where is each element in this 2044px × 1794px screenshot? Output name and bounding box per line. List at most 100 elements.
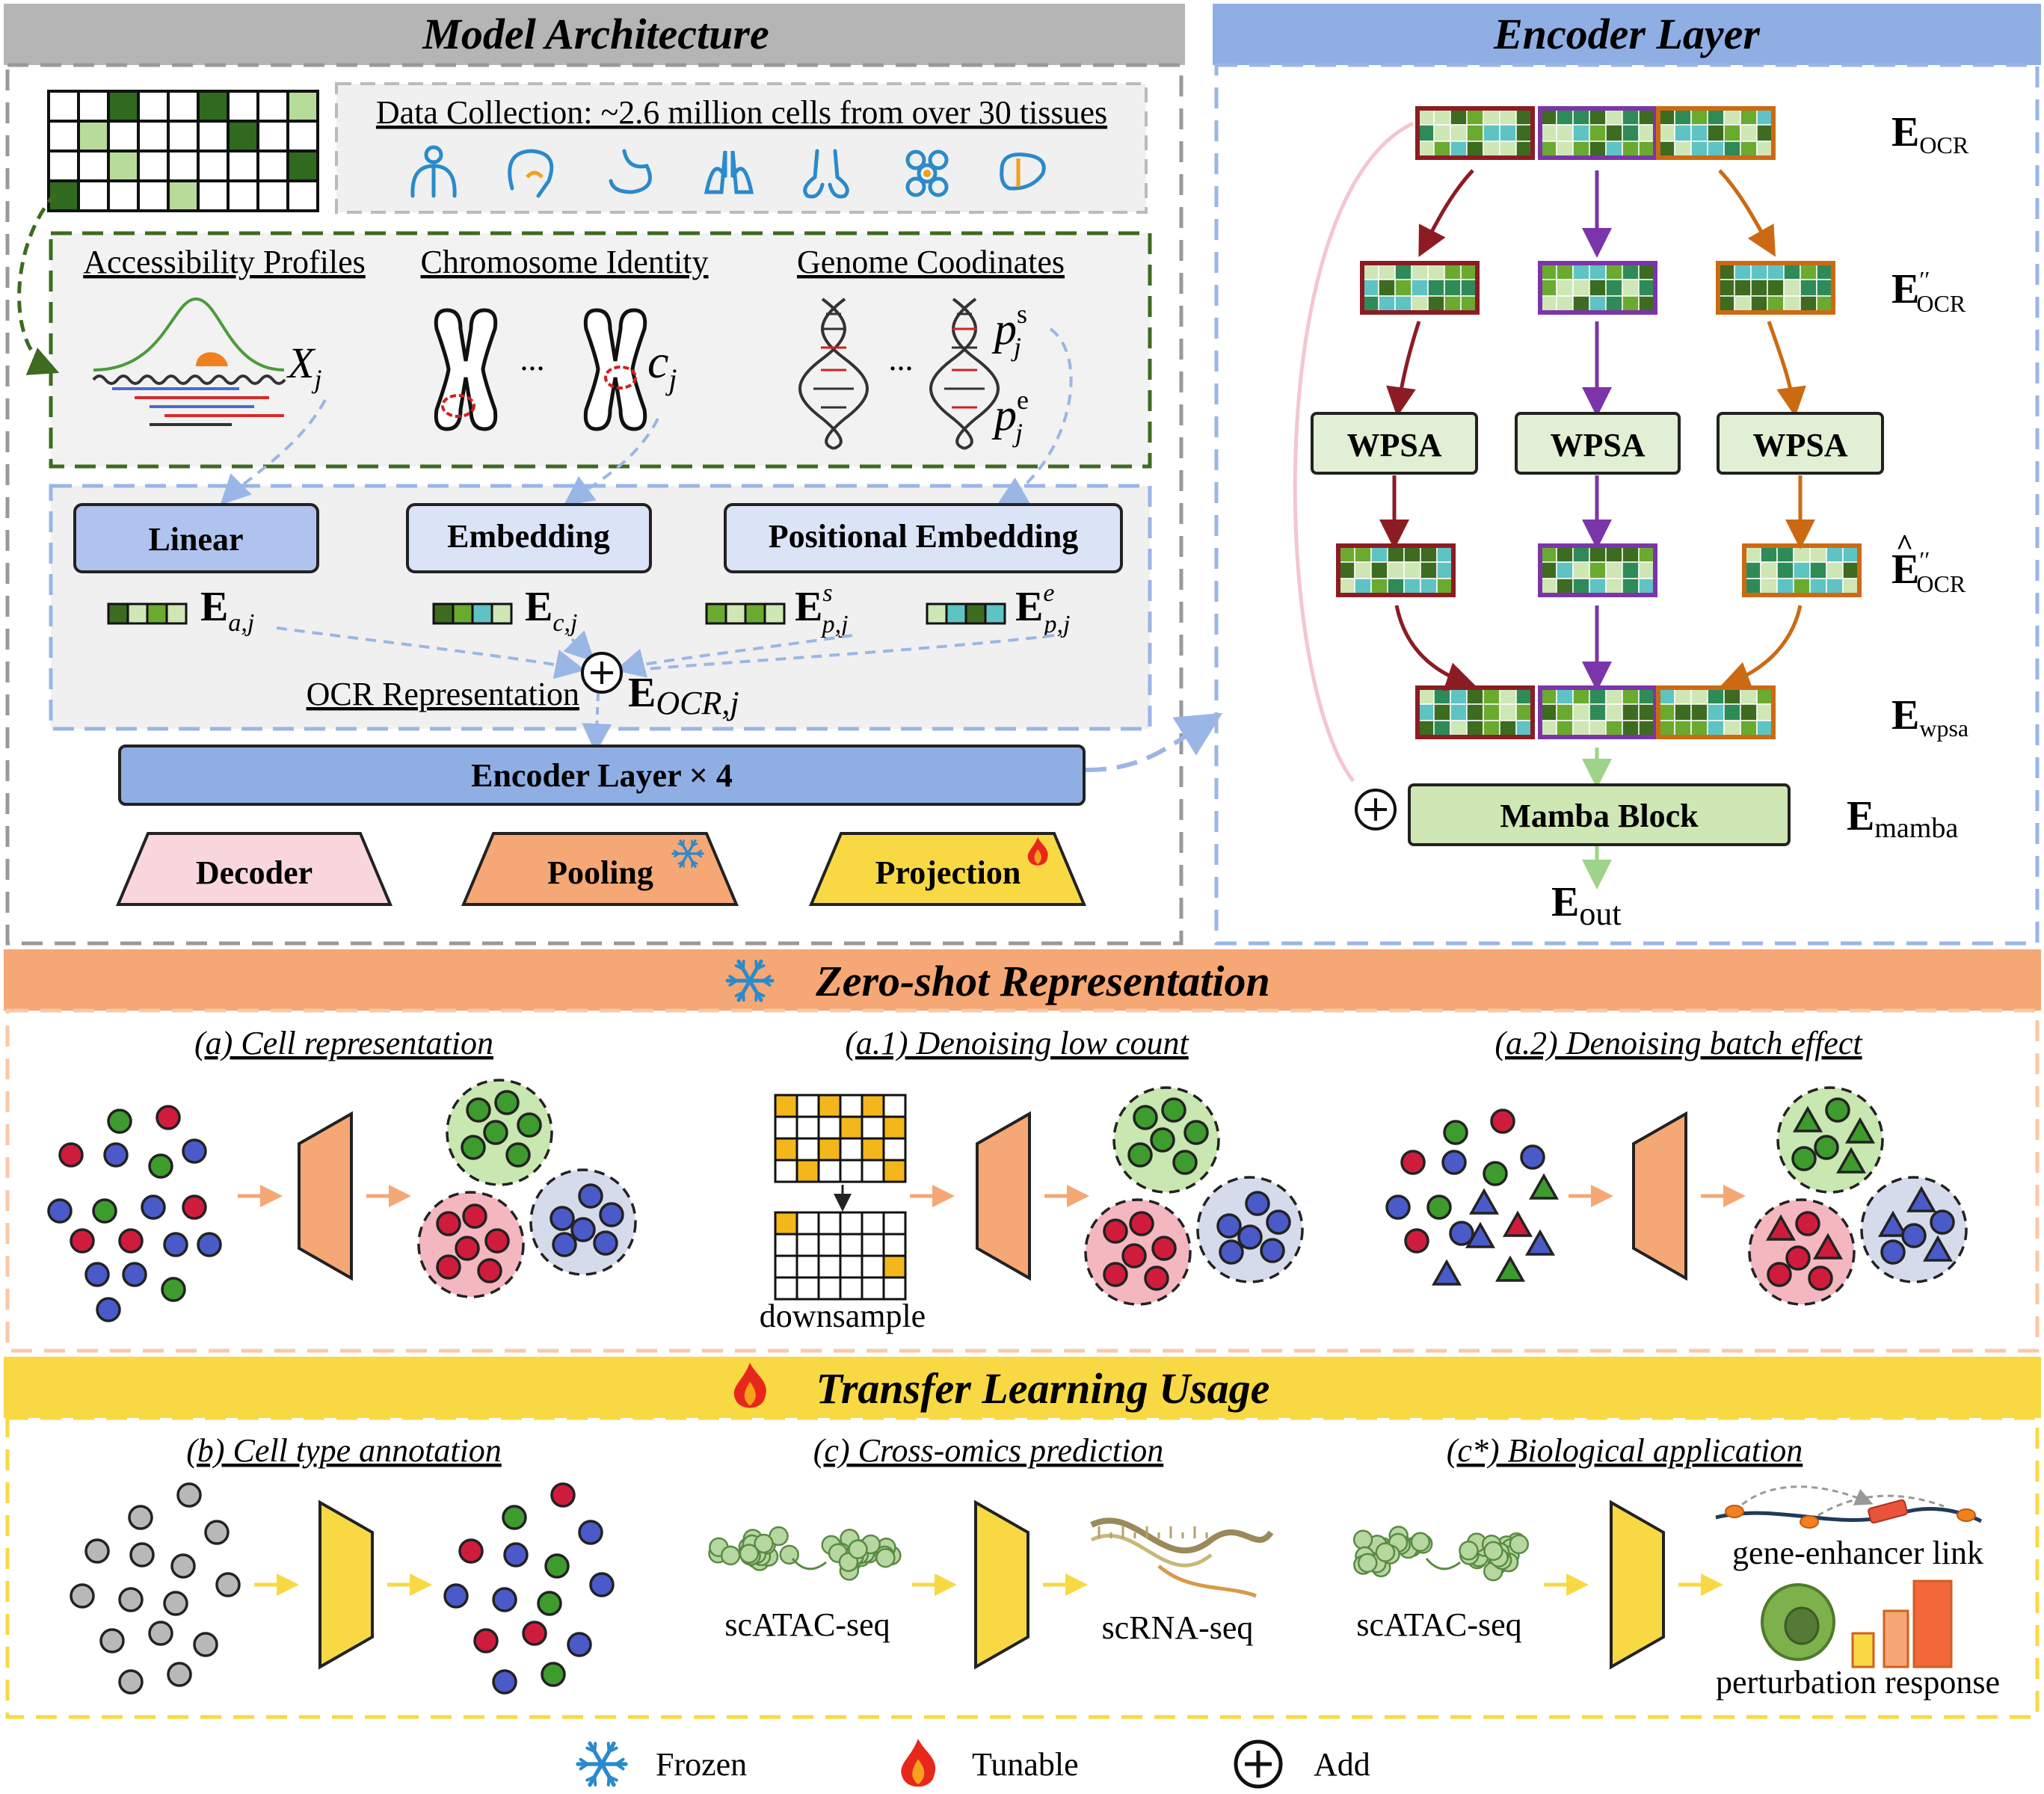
cell-dot [96,1297,121,1322]
snowflake-icon [671,839,704,868]
cell-dot [492,1669,517,1695]
gene-enhancer-icon [1715,1485,1983,1529]
biological-application-label: (c*) Biological application [1447,1432,1803,1469]
response-bar [1912,1579,1953,1668]
cell-dot [197,1232,222,1257]
cell-dot [129,1542,155,1568]
cell-dot [462,1203,487,1229]
matrix-cell [77,179,110,212]
cell-representation-label: (a) Cell representation [194,1025,493,1061]
cell-dot [1237,1224,1263,1250]
encoder-trapezoid [974,1499,1029,1670]
encoder-layer-title: Encoder Layer [1493,10,1760,58]
model-architecture-header [4,4,1185,65]
token-grid [1360,261,1480,315]
eocr-label: EOCR [1891,109,1969,158]
x-to-linear-arrow [220,399,327,505]
matrix-cell [107,120,140,152]
cell-dot [1825,1097,1850,1123]
cell-dot [541,1662,566,1687]
wpsa-label-1: WPSA [1346,427,1441,463]
cell-dot [1404,1228,1429,1254]
matrix-to-features-arrow [17,191,60,375]
legend-add: Add [1314,1746,1370,1783]
cell-triangle [1792,1106,1823,1132]
cell-dot [163,1232,188,1257]
eout-label: Eout [1551,879,1622,932]
residual-connection [1293,121,1415,783]
scatac-label-2: scATAC-seq [1356,1606,1521,1643]
cell-triangle [1494,1255,1526,1282]
eocr-hat-label: E′′OCR [1891,546,1966,597]
cell-dot [458,1538,484,1564]
tissue-icons [410,145,1046,199]
dna-icon-2 [929,298,1000,450]
cell-dot [215,1572,241,1597]
matrix-cell [197,150,230,182]
pooling-head [461,832,739,906]
transfer-title: Transfer Learning Usage [816,1364,1270,1413]
cell-triangle [1877,1210,1909,1237]
cell-triangle [1906,1186,1937,1212]
denoising-low-count-label: (a.1) Denoising low count [845,1025,1189,1061]
cell-triangle [1465,1221,1496,1248]
ec-to-add-arrow [563,630,595,662]
cell-dot [1449,1221,1474,1246]
matrix-cell [77,90,110,123]
encoder-layer-header [1213,4,2041,65]
perturbation-icon [1761,1579,1953,1668]
matrix-cell [286,90,319,123]
chromatin-icon [1352,1526,1433,1578]
wpsa-box-1 [1311,412,1478,475]
token-grid [1538,261,1657,315]
projection-label: Projection [875,854,1021,891]
cell-dot [70,1583,95,1609]
cell-dot [1216,1213,1242,1239]
cell-triangle [1431,1259,1462,1286]
token-grid [1716,261,1835,315]
zero-shot-illustrations [47,1079,1968,1322]
cell-dot [118,1228,144,1254]
response-bar [1851,1632,1875,1668]
cell-dot [1266,1209,1291,1235]
projection-head [808,832,1087,906]
cell-dot [494,1090,520,1115]
chromosome-icon [434,308,498,431]
matrix-cell [47,90,80,123]
eps-to-add-arrow [615,634,853,678]
embedding-vector-cell [146,602,168,625]
transfer-illustrations [70,1482,1983,1695]
data-matrix [47,90,319,212]
wpsa-box-2 [1515,412,1681,475]
cell-dot [550,1206,575,1231]
cell-dot [505,1142,531,1168]
cell-dot [1129,1211,1154,1236]
cell-triangle [1765,1214,1797,1241]
matrix-cell [167,150,200,182]
cell-dot [148,1621,173,1646]
cell-dot [477,1258,502,1283]
cell-dot [141,1195,166,1220]
cell-dot [1103,1262,1128,1287]
transfer-header [4,1357,2041,1418]
cell-dot [161,1277,186,1302]
matrix-cell [286,120,319,152]
matrix-cell [227,120,259,152]
encoder-trapezoid [976,1111,1031,1281]
cell-dot [503,1542,529,1568]
add-to-encoder-arrow [582,693,612,753]
split-arrow-3 [1718,169,1776,257]
cell-dot [1785,1245,1811,1271]
perturbation-label: perturbation response [1716,1664,2000,1701]
cell-dot [1150,1127,1175,1153]
cell-dot [567,1632,592,1657]
data-collection-label: Data Collection: ~2.6 million cells from… [376,94,1107,131]
legend: Frozen Tunable Add [576,1739,1370,1789]
matrix-cell [227,179,259,212]
cell-dot [1520,1144,1545,1170]
embedding-vector-cell [126,602,149,625]
cell-triangle [1524,1229,1556,1256]
cell-dot [167,1662,192,1687]
encoder-layer-frame [1214,63,2040,946]
